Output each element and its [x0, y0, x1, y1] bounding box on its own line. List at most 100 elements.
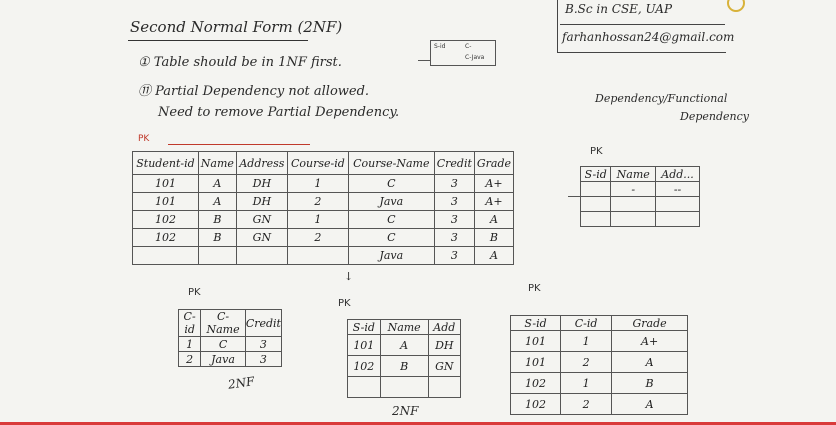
author-degree: B.Sc in CSE, UAP: [565, 2, 673, 16]
cell: 2: [286, 228, 349, 247]
cell: C: [200, 336, 246, 352]
table-row: 1 C 3: [177, 336, 283, 352]
student-table: S-id Name Add 101 A DH 102 B GN: [347, 319, 462, 398]
cell: [655, 196, 700, 212]
video-progress-bar[interactable]: [0, 422, 836, 425]
course-pk-label: PK: [188, 287, 201, 298]
cell: [379, 376, 429, 398]
cell: [579, 181, 612, 197]
rule-three: Need to remove Partial Dependency.: [158, 105, 400, 120]
col-c-id: C-id: [560, 315, 613, 331]
table-row: [579, 211, 700, 227]
cell: A: [473, 246, 515, 265]
partial-dependency-arrow: [168, 144, 310, 145]
col-course-id: Course-id: [286, 151, 349, 175]
cell: 3: [433, 192, 475, 211]
cell: 101: [509, 330, 562, 352]
table-row: 101 A DH: [347, 334, 462, 356]
logo-ring-icon: [727, 0, 745, 12]
col-credit: Credit: [244, 309, 283, 337]
cell: Java: [200, 351, 246, 367]
table-header-row: Student-id Name Address Course-id Course…: [132, 151, 515, 175]
cell: 102: [347, 355, 381, 377]
col-grade: Grade: [611, 315, 688, 331]
cell: B: [473, 228, 515, 247]
table-header-row: S-id Name Add: [347, 319, 462, 335]
cell: 102: [132, 228, 199, 247]
cell: 3: [433, 246, 475, 265]
grade-table: S-id C-id Grade 101 1 A+ 101 2 A 102 1 B…: [509, 315, 688, 415]
col-name: Name: [197, 151, 237, 175]
table-row: [347, 376, 462, 398]
table-header-row: S-id C-id Grade: [509, 315, 688, 331]
cell: C: [347, 174, 435, 193]
col-name: Name: [610, 166, 657, 182]
cell: 3: [244, 336, 283, 352]
student-2nf-label: 2NF: [392, 404, 419, 418]
cell: 101: [132, 192, 199, 211]
col-name: Name: [379, 319, 429, 335]
mini-cell-b: C-: [465, 43, 472, 50]
cell: 1: [286, 210, 349, 229]
mini-sketch-table: S-id C- C-Java: [430, 40, 496, 66]
cell: DH: [235, 174, 288, 193]
author-box: [557, 0, 726, 53]
cell: A+: [473, 174, 515, 193]
cell: B: [197, 228, 237, 247]
cell: GN: [427, 355, 462, 377]
cell: 2: [560, 351, 613, 373]
cell: GN: [235, 210, 288, 229]
cell: [197, 246, 237, 265]
course-2nf-label: 2NF: [227, 374, 256, 392]
side-arrow: [568, 196, 580, 197]
dependency-note-1: Dependency/Functional: [595, 92, 728, 105]
cell: B: [379, 355, 429, 377]
col-s-id: S-id: [509, 315, 562, 331]
decompose-arrow-icon: ↓: [344, 270, 354, 283]
cell: A+: [611, 330, 688, 352]
cell: [579, 196, 612, 212]
grade-pk-label: PK: [528, 283, 541, 294]
course-table: C-id C-Name Credit 1 C 3 2 Java 3: [177, 309, 283, 367]
cell: A: [197, 192, 237, 211]
dependency-note-2: Dependency: [680, 110, 749, 123]
cell: GN: [235, 228, 288, 247]
table-row: 102 B GN 2 C 3 B: [132, 228, 515, 247]
cell: A: [379, 334, 429, 356]
cell: B: [611, 372, 688, 394]
col-grade: Grade: [473, 151, 515, 175]
cell: 101: [347, 334, 381, 356]
cell: [427, 376, 462, 398]
col-credit: Credit: [433, 151, 475, 175]
unnormalized-table: Student-id Name Address Course-id Course…: [132, 151, 515, 265]
cell: 2: [286, 192, 349, 211]
cell: 101: [132, 174, 199, 193]
cell: 102: [509, 393, 562, 415]
page-title: Second Normal Form (2NF): [130, 18, 343, 36]
mini-arrow: [418, 60, 430, 61]
cell: 3: [433, 228, 475, 247]
col-s-id: S-id: [579, 166, 612, 182]
table-header-row: C-id C-Name Credit: [177, 309, 283, 337]
title-underline: [128, 40, 308, 41]
table-row: 102 B GN 1 C 3 A: [132, 210, 515, 229]
col-student-id: Student-id: [132, 151, 199, 175]
cell: DH: [427, 334, 462, 356]
rule-one: ① Table should be in 1NF first.: [138, 55, 342, 70]
cell: 102: [509, 372, 562, 394]
col-add: Add...: [655, 166, 700, 182]
cell: Java: [347, 246, 435, 265]
cell: DH: [235, 192, 288, 211]
table-row: 102 B GN: [347, 355, 462, 377]
cell: 3: [244, 351, 283, 367]
table-row: 101 A DH 2 Java 3 A+: [132, 192, 515, 211]
cell: Java: [347, 192, 435, 211]
table-row: Java 3 A: [132, 246, 515, 265]
col-c-id: C-id: [177, 309, 202, 337]
author-divider: [560, 24, 725, 25]
cell: 2: [177, 351, 202, 367]
cell: -: [610, 181, 657, 197]
student-pk-label: PK: [338, 298, 351, 309]
author-email: farhanhossan24@gmail.com: [562, 30, 735, 44]
